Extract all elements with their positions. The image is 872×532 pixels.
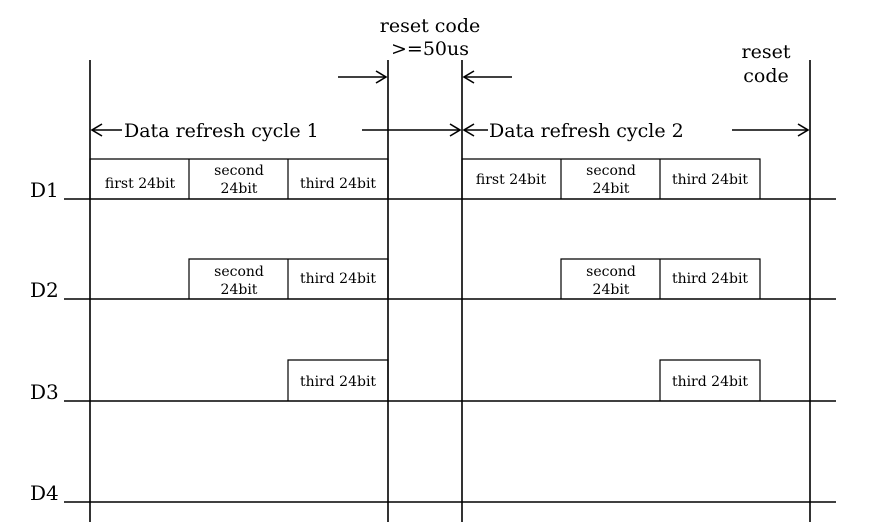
row-label-d1: D1 [30, 178, 59, 202]
d1-c2-second-line1: second [586, 163, 636, 179]
reset-arrow-right-head [462, 70, 475, 84]
d1-c1-first-24bit: first 24bit [105, 176, 176, 192]
d1-c2-first-24bit: first 24bit [476, 172, 547, 188]
row-label-d3: D3 [30, 380, 59, 404]
row-label-d2: D2 [30, 278, 59, 302]
d3-c1-third-24bit: third 24bit [300, 374, 376, 390]
reset-code-right-label-line1: reset [742, 41, 791, 63]
row-label-d4: D4 [30, 481, 59, 505]
cycle1-arrow-left-head [90, 123, 103, 137]
cycle1-arrow-right-head [449, 123, 462, 137]
d2-c2-third-24bit: third 24bit [672, 271, 748, 287]
cycle2-label: Data refresh cycle 2 [489, 120, 684, 142]
reset-code-right-label-line2: code [743, 65, 789, 87]
reset-code-duration-label: >=50us [391, 38, 469, 60]
d2-c1-second-line1: second [214, 264, 264, 280]
d3-c2-pulse [659, 359, 761, 401]
cycle2-arrow-left-head [462, 123, 475, 137]
d1-c2-second-line2: 24bit [593, 181, 630, 197]
d1-c2-pulse [461, 158, 761, 199]
d2-c1-second-line2: 24bit [221, 282, 258, 298]
d3-c2-third-24bit: third 24bit [672, 374, 748, 390]
d1-c1-third-24bit: third 24bit [300, 176, 376, 192]
d2-c2-second-line1: second [586, 264, 636, 280]
d1-c1-second-line2: 24bit [221, 181, 258, 197]
reset-code-top-label: reset code [380, 15, 480, 37]
cycle2-arrow-right-head [797, 123, 810, 137]
reset-arrow-left-head [375, 70, 388, 84]
d2-c1-third-24bit: third 24bit [300, 271, 376, 287]
d1-c1-second-line1: second [214, 163, 264, 179]
d2-c2-second-line2: 24bit [593, 282, 630, 298]
d1-c1-pulse [89, 158, 389, 199]
d3-c1-pulse [287, 359, 389, 401]
cycle1-label: Data refresh cycle 1 [124, 120, 319, 142]
d1-c2-third-24bit: third 24bit [672, 172, 748, 188]
